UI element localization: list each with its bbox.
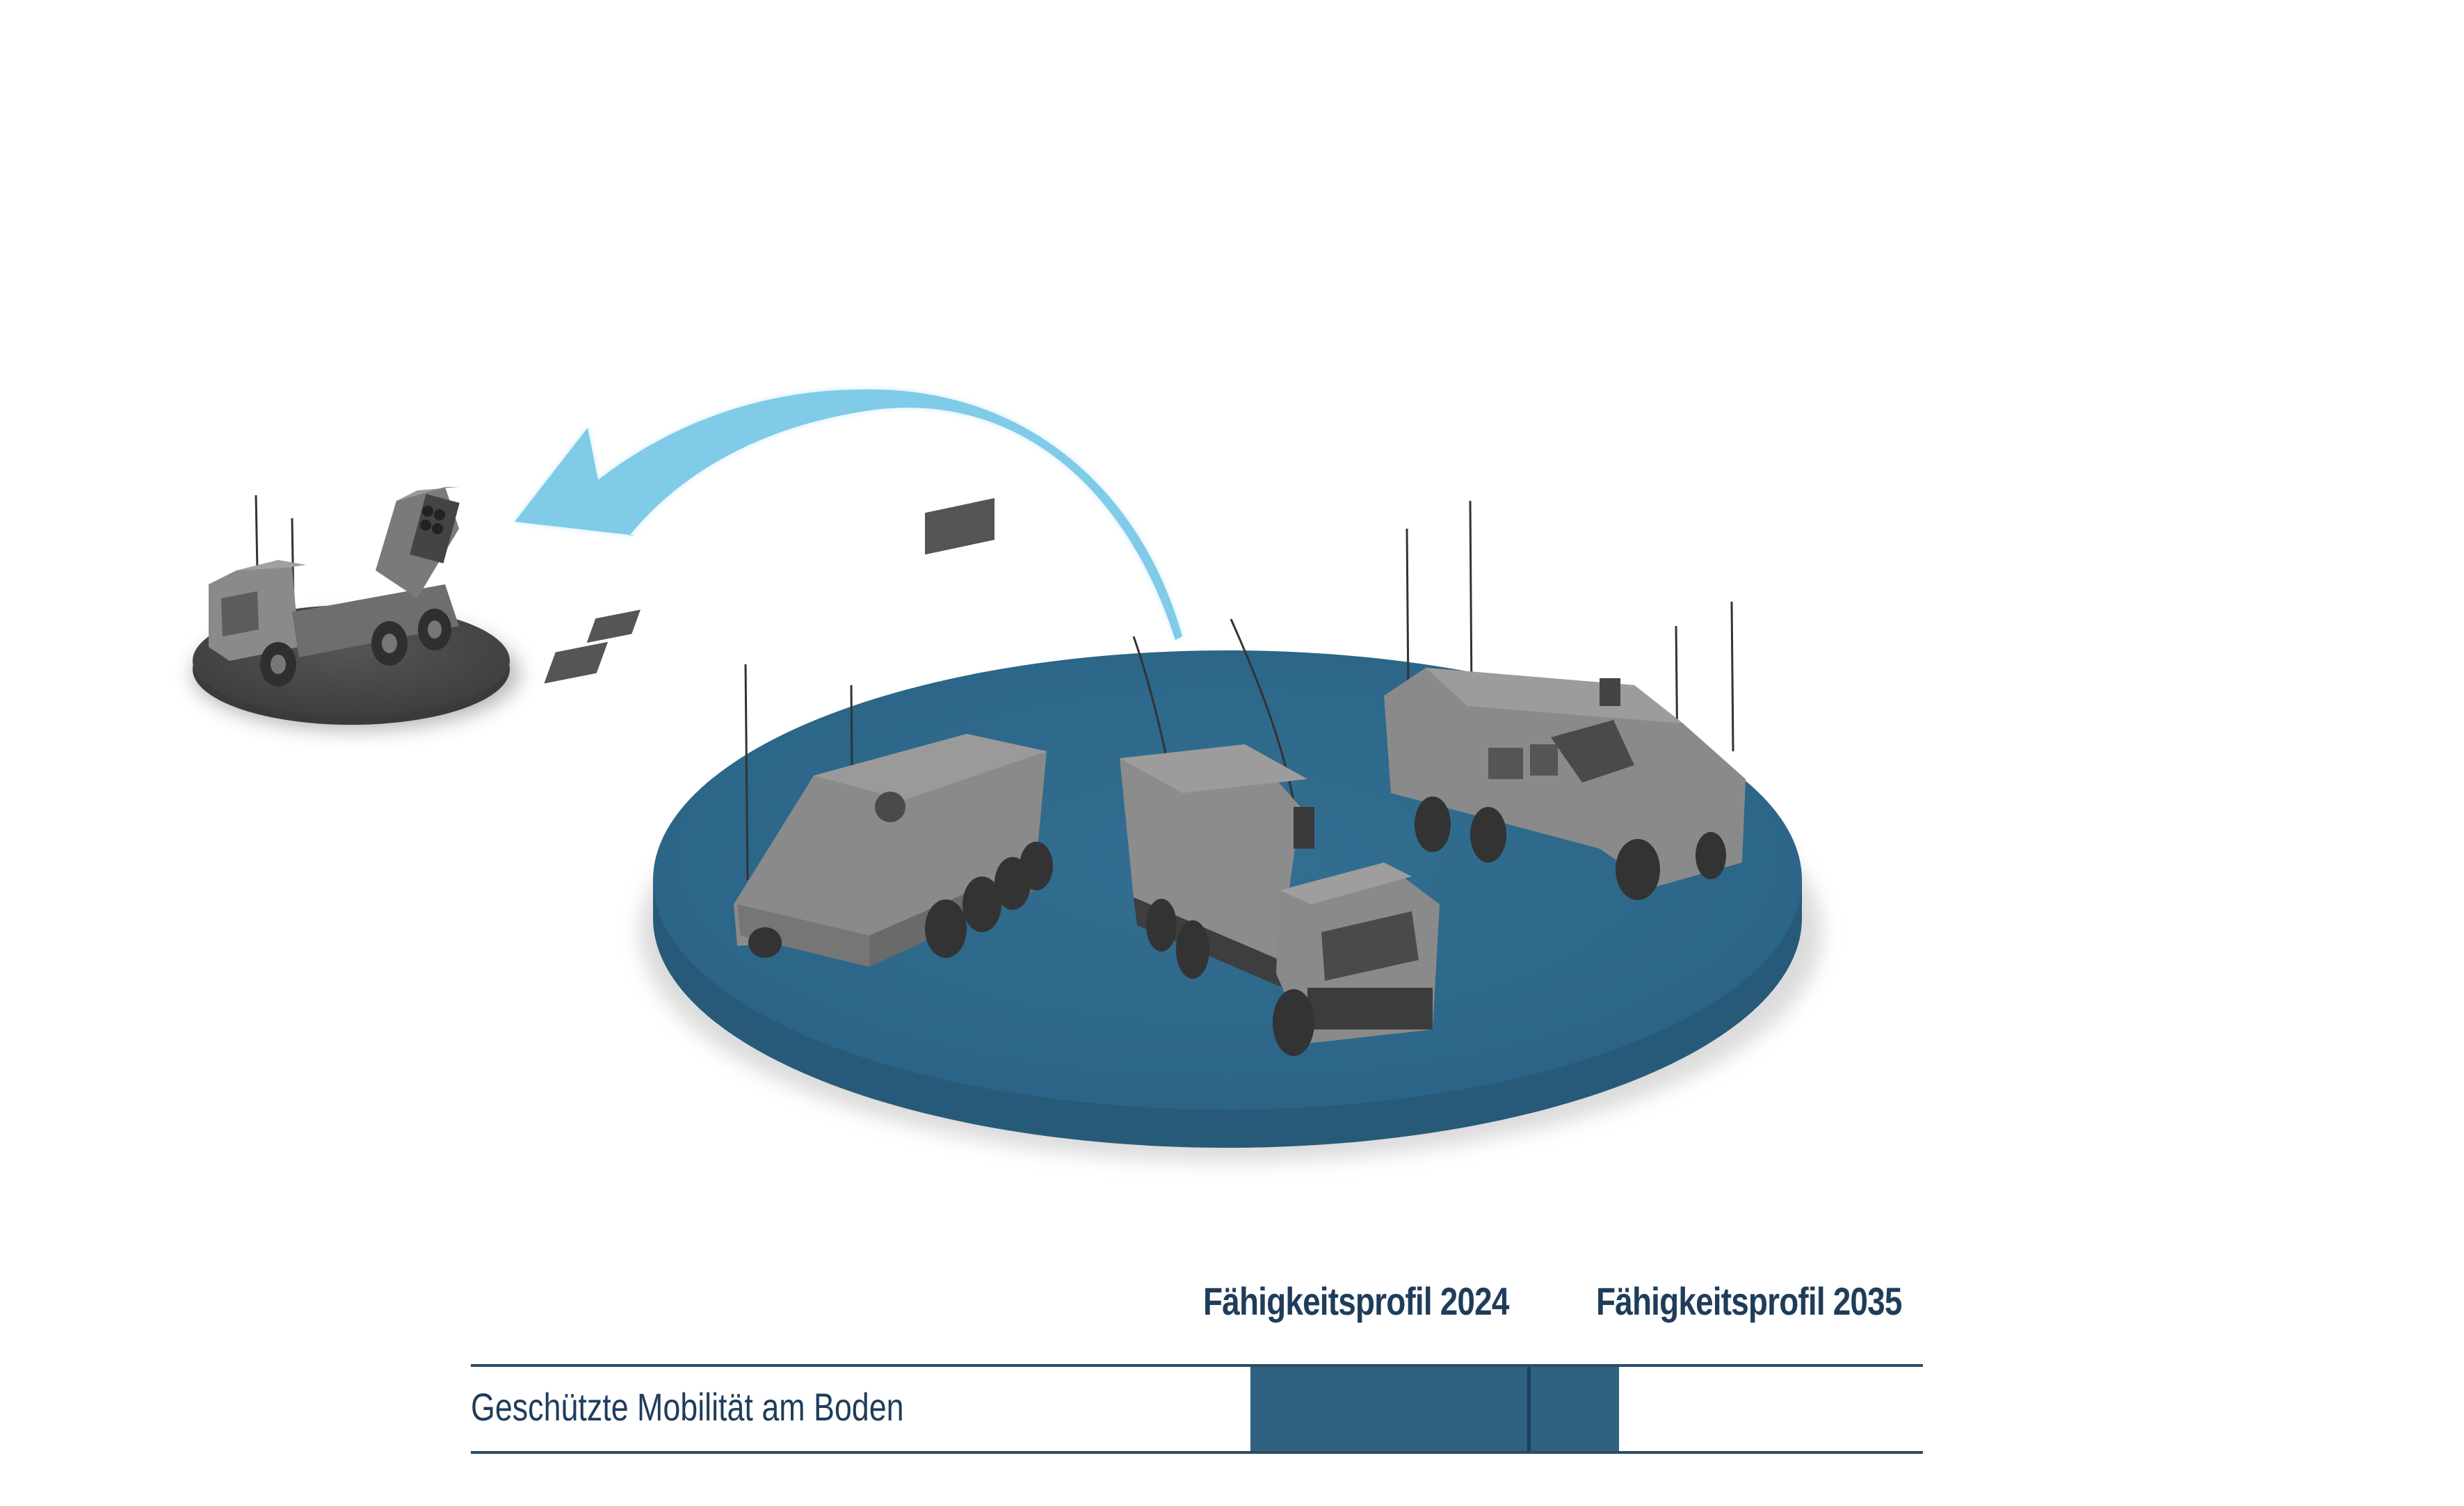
column-header-2035: Fähigkeitsprofil 2035 — [1596, 1279, 1902, 1323]
table-bottom-border — [471, 1451, 1923, 1454]
scene-graphic — [193, 389, 1822, 1162]
vehicle-armoured-truck-6x6 — [1120, 618, 1440, 1056]
row-label: Geschützte Mobilität am Boden — [471, 1385, 904, 1429]
transition-arrow — [515, 389, 1182, 640]
rocket-launcher-group — [193, 487, 520, 730]
vehicle-mrap-6x6 — [1384, 500, 1746, 900]
bar-2035 — [1530, 1367, 1619, 1452]
table-top-border — [471, 1364, 1923, 1367]
column-header-2024: Fähigkeitsprofil 2024 — [1203, 1279, 1509, 1323]
vehicle-apc-8x8 — [544, 498, 1053, 967]
column-divider — [1527, 1367, 1531, 1452]
vehicle-illustration — [193, 389, 1822, 1162]
bar-2024 — [1250, 1367, 1530, 1452]
